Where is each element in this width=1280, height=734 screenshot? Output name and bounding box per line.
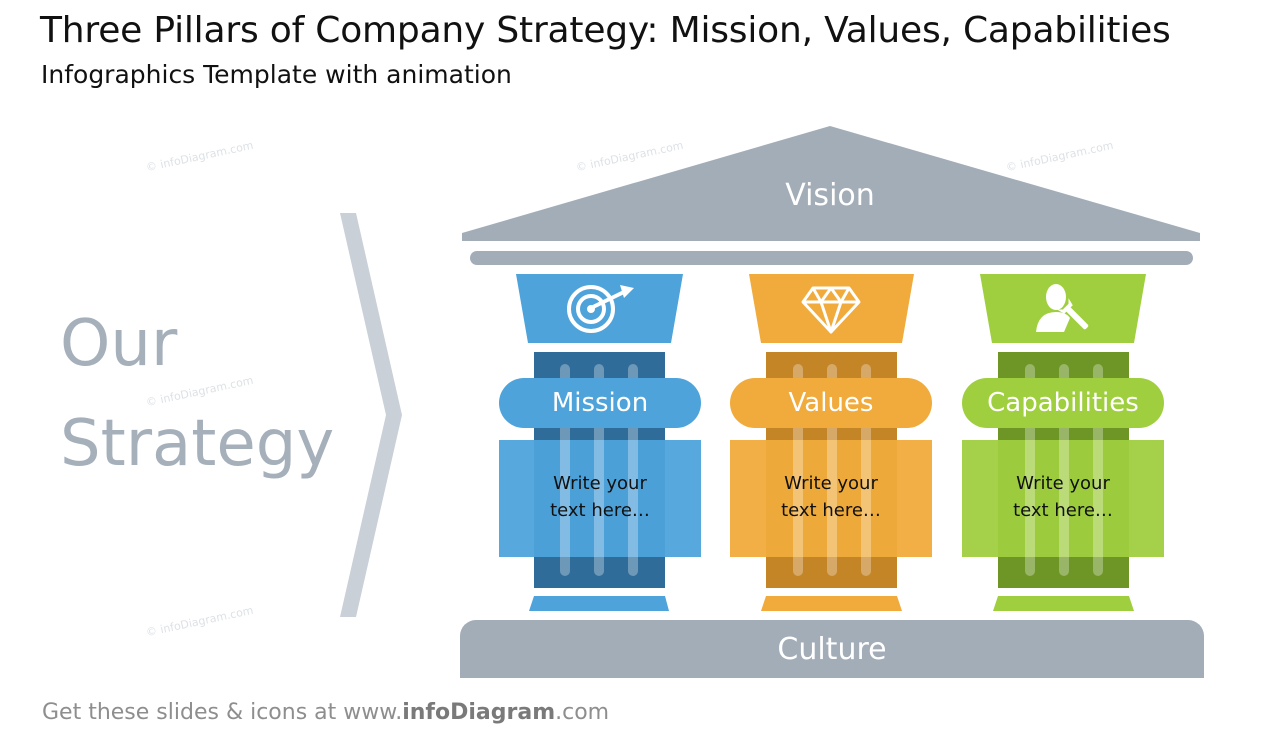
person-wrench-icon (1036, 284, 1089, 332)
side-heading-line-2: Strategy (60, 407, 335, 481)
base-label-culture: Culture (777, 632, 887, 667)
footer-prefix: Get these slides & icons at www. (42, 700, 403, 725)
pillar-capital (749, 274, 914, 343)
pillar-text-line: text here… (781, 500, 881, 521)
pillar-base (761, 596, 902, 611)
roof-label-vision: Vision (785, 178, 875, 213)
footer-credit: Get these slides & icons at www.infoDiag… (42, 700, 609, 725)
pillar-capital (516, 274, 683, 343)
pillar-text-line: Write your (553, 473, 647, 494)
pillar-textbox-bg (499, 440, 701, 557)
target-icon (567, 285, 634, 333)
pillar-base (993, 596, 1134, 611)
pillar-capital (980, 274, 1146, 343)
diamond-icon (801, 286, 861, 334)
pillar-label-values: Values (730, 378, 932, 428)
footer-brand: infoDiagram (402, 700, 556, 725)
roof-beam (470, 251, 1193, 265)
pillar-values (730, 274, 932, 611)
pillar-capabilities (962, 274, 1164, 611)
pillar-text-mission: Write your text here… (499, 470, 701, 524)
pillar-text-line: text here… (1013, 500, 1113, 521)
chevron-arrow (340, 213, 402, 617)
pillar-textbox-bg (730, 440, 932, 557)
pillar-label-mission: Mission (499, 378, 701, 428)
pillar-text-line: Write your (784, 473, 878, 494)
pillar-text-line: Write your (1016, 473, 1110, 494)
pillar-text-values: Write your text here… (730, 470, 932, 524)
pillar-mission (499, 274, 701, 611)
roof-pediment (462, 126, 1200, 241)
pillar-label-capabilities: Capabilities (962, 378, 1164, 428)
side-heading-line-1: Our (60, 307, 178, 381)
pillar-textbox-bg (962, 440, 1164, 557)
pillar-base (529, 596, 669, 611)
footer-suffix: .com (555, 700, 610, 725)
pillar-text-capabilities: Write your text here… (962, 470, 1164, 524)
page-title: Three Pillars of Company Strategy: Missi… (40, 10, 1171, 51)
page-subtitle: Infographics Template with animation (41, 60, 512, 89)
pillar-text-line: text here… (550, 500, 650, 521)
temple-base: Culture (460, 620, 1204, 678)
